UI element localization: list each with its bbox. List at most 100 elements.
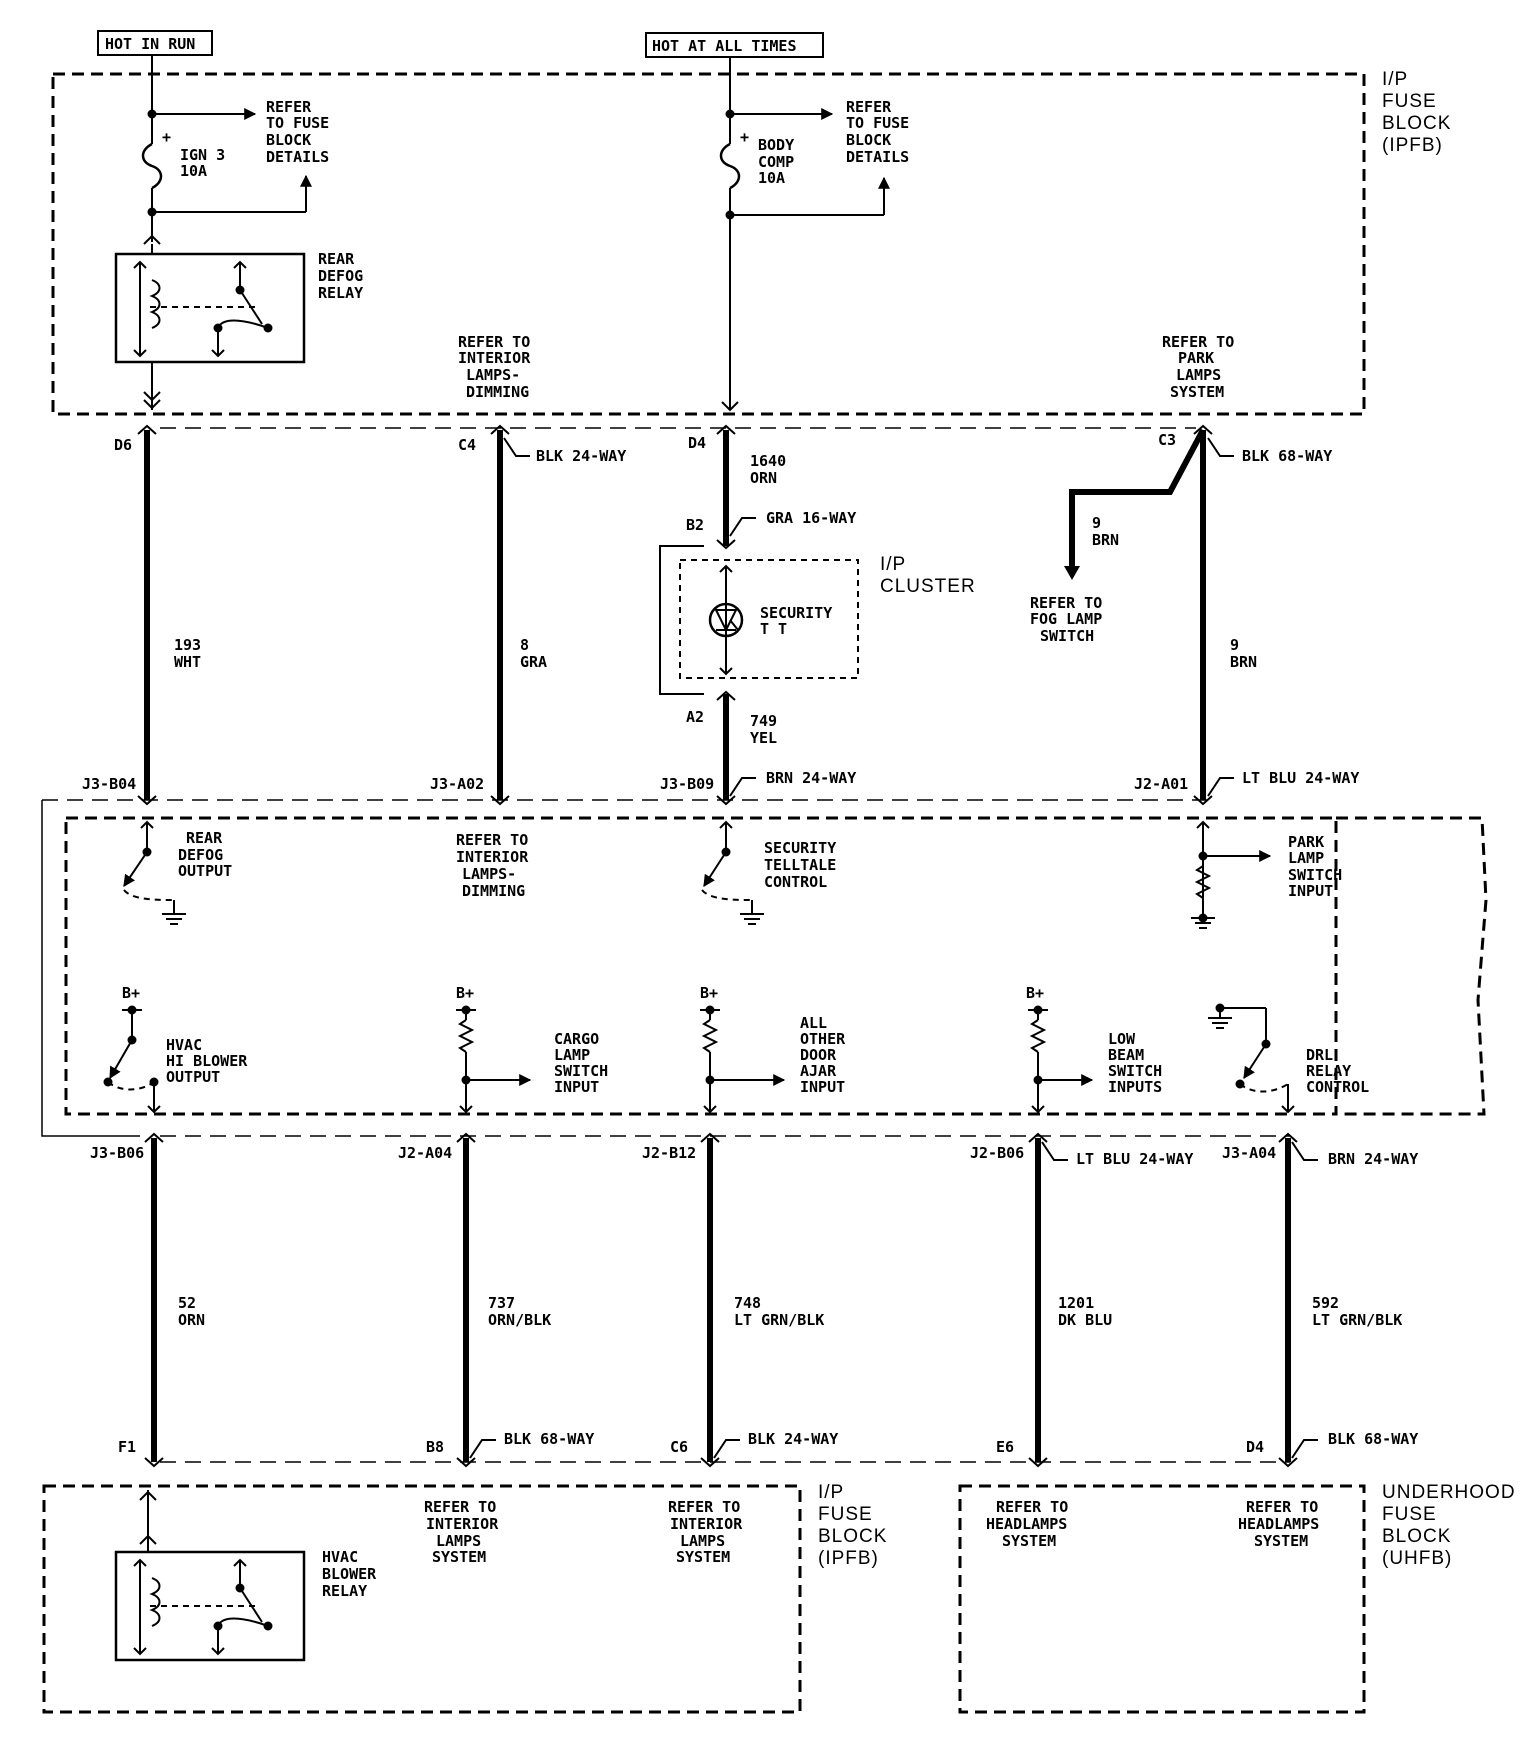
- svg-text:YEL: YEL: [750, 729, 777, 747]
- svg-text:SWITCH: SWITCH: [1108, 1062, 1162, 1080]
- svg-text:SYSTEM: SYSTEM: [432, 1548, 486, 1566]
- svg-text:SYSTEM: SYSTEM: [676, 1548, 730, 1566]
- svg-text:RELAY: RELAY: [1306, 1062, 1351, 1080]
- svg-text:I/P: I/P: [1382, 69, 1408, 90]
- svg-text:C3: C3: [1158, 431, 1176, 449]
- svg-text:749: 749: [750, 712, 777, 730]
- refer-headlamps-system-b: REFER TO HEADLAMPS SYSTEM: [1238, 1498, 1319, 1550]
- svg-text:HI BLOWER: HI BLOWER: [166, 1052, 248, 1070]
- svg-text:SWITCH: SWITCH: [554, 1062, 608, 1080]
- svg-text:HEADLAMPS: HEADLAMPS: [986, 1515, 1067, 1533]
- security-lamp-icon: [708, 602, 744, 638]
- svg-text:I/P: I/P: [818, 1482, 844, 1503]
- svg-text:C6: C6: [670, 1438, 688, 1456]
- rear-defog-relay: [114, 244, 306, 364]
- svg-text:DEFOG: DEFOG: [178, 846, 223, 864]
- svg-text:FUSE: FUSE: [818, 1504, 873, 1525]
- ip-cluster-title: I/P CLUSTER: [880, 554, 975, 597]
- svg-text:D6: D6: [114, 436, 132, 454]
- svg-text:HVAC: HVAC: [322, 1548, 358, 1566]
- svg-text:DEFOG: DEFOG: [318, 267, 363, 285]
- svg-text:+: +: [162, 128, 171, 146]
- module-outline: [41, 799, 1488, 1137]
- svg-text:B+: B+: [122, 984, 140, 1002]
- svg-text:INPUTS: INPUTS: [1108, 1078, 1162, 1096]
- svg-text:LAMPS: LAMPS: [680, 1532, 725, 1550]
- svg-text:INTERIOR: INTERIOR: [670, 1515, 743, 1533]
- svg-text:FOG LAMP: FOG LAMP: [1030, 610, 1102, 628]
- svg-text:SWITCH: SWITCH: [1040, 627, 1094, 645]
- wire-749-yel: A2 749 YEL J3-B09 BRN 24-WAY: [660, 690, 856, 806]
- svg-text:ORN/BLK: ORN/BLK: [488, 1311, 551, 1329]
- svg-text:GRA: GRA: [520, 653, 547, 671]
- svg-text:LAMP: LAMP: [1288, 849, 1324, 867]
- svg-text:737: 737: [488, 1294, 515, 1312]
- svg-text:BLK 68-WAY: BLK 68-WAY: [1242, 447, 1332, 465]
- svg-text:I/P: I/P: [880, 554, 906, 575]
- refer-interior-lamps-system-a: REFER TO INTERIOR LAMPS SYSTEM: [424, 1498, 499, 1566]
- svg-text:TO FUSE: TO FUSE: [266, 114, 329, 132]
- ipfb-top-title: I/P FUSE BLOCK (IPFB): [1382, 69, 1451, 156]
- svg-text:DIMMING: DIMMING: [466, 383, 529, 401]
- svg-text:INTERIOR: INTERIOR: [426, 1515, 499, 1533]
- svg-text:J3-A02: J3-A02: [430, 775, 484, 793]
- svg-text:DIMMING: DIMMING: [462, 882, 525, 900]
- svg-text:DETAILS: DETAILS: [846, 148, 909, 166]
- svg-text:BRN: BRN: [1092, 531, 1119, 549]
- svg-text:BLK 68-WAY: BLK 68-WAY: [504, 1430, 594, 1448]
- blower-relay-coil-icon: [149, 1577, 161, 1627]
- svg-text:REFER: REFER: [266, 98, 312, 116]
- svg-text:BLK 68-WAY: BLK 68-WAY: [1328, 1430, 1418, 1448]
- svg-text:J2-B12: J2-B12: [642, 1144, 696, 1162]
- svg-text:BODY: BODY: [758, 136, 794, 154]
- svg-text:BLOCK: BLOCK: [1382, 113, 1451, 134]
- svg-text:RELAY: RELAY: [318, 284, 363, 302]
- svg-text:BLK 24-WAY: BLK 24-WAY: [536, 447, 626, 465]
- ipfb-bottom-title: I/P FUSE BLOCK (IPFB): [818, 1482, 886, 1569]
- svg-text:TO FUSE: TO FUSE: [846, 114, 909, 132]
- svg-text:LAMPS: LAMPS: [436, 1532, 481, 1550]
- svg-text:TELLTALE: TELLTALE: [764, 856, 836, 874]
- svg-text:(IPFB): (IPFB): [818, 1548, 879, 1569]
- cargo-lamp-switch-input: B+ CARGO LAMP SWITCH INPUT: [456, 984, 608, 1114]
- fuse-ign3-icon: [141, 142, 163, 190]
- svg-text:J3-B04: J3-B04: [82, 775, 136, 793]
- svg-text:9: 9: [1092, 514, 1101, 532]
- svg-text:PARK: PARK: [1178, 349, 1214, 367]
- svg-text:LAMPS-: LAMPS-: [466, 366, 520, 384]
- svg-text:LOW: LOW: [1108, 1030, 1136, 1048]
- svg-text:SYSTEM: SYSTEM: [1002, 1532, 1056, 1550]
- relay-coil-icon: [149, 279, 161, 329]
- svg-text:(UHFB): (UHFB): [1382, 1548, 1452, 1569]
- fuse-ign3: + IGN 3 10A: [141, 74, 312, 245]
- wire-9-brn: C3 BLK 68-WAY 9 BRN 9 BRN J2-A01 LT BLU …: [1064, 424, 1359, 806]
- svg-text:SWITCH: SWITCH: [1288, 866, 1342, 884]
- door-ajar-input: B+ ALL OTHER DOOR AJAR INPUT: [700, 984, 846, 1114]
- svg-text:ALL: ALL: [800, 1014, 827, 1032]
- wire-52-orn: J3-B06 52 ORN F1: [90, 1132, 205, 1468]
- wire-193-wht: D6 193 WHT J3-B04: [82, 424, 201, 806]
- refer-interior-lamps-system-b: REFER TO INTERIOR LAMPS SYSTEM: [668, 1498, 743, 1566]
- svg-text:UNDERHOOD: UNDERHOOD: [1382, 1482, 1516, 1503]
- svg-text:FUSE: FUSE: [1382, 91, 1437, 112]
- rear-defog-relay-label: REAR DEFOG RELAY: [318, 250, 363, 302]
- svg-text:(IPFB): (IPFB): [1382, 135, 1443, 156]
- svg-text:PARK: PARK: [1288, 833, 1324, 851]
- svg-text:8: 8: [520, 636, 529, 654]
- uhfb-title: UNDERHOOD FUSE BLOCK (UHFB): [1382, 1482, 1516, 1569]
- svg-text:HVAC: HVAC: [166, 1036, 202, 1054]
- svg-text:HEADLAMPS: HEADLAMPS: [1238, 1515, 1319, 1533]
- svg-text:BRN 24-WAY: BRN 24-WAY: [766, 769, 856, 787]
- wire-737-orn-blk: J2-A04 737 ORN/BLK B8 BLK 68-WAY: [398, 1132, 594, 1468]
- svg-text:RELAY: RELAY: [322, 1582, 367, 1600]
- drl-relay-control: DRL RELAY CONTROL: [1208, 1003, 1369, 1114]
- svg-text:DETAILS: DETAILS: [266, 148, 329, 166]
- svg-text:D4: D4: [1246, 1438, 1264, 1456]
- svg-text:REFER: REFER: [846, 98, 892, 116]
- rear-defog-output: REAR DEFOG OUTPUT: [123, 820, 232, 925]
- park-lamp-switch-input: PARK LAMP SWITCH INPUT: [1191, 820, 1342, 929]
- hvac-hi-blower-output: B+ HVAC HI BLOWER OUTPUT: [103, 984, 248, 1114]
- hvac-blower-relay: [114, 1490, 306, 1662]
- svg-text:DK BLU: DK BLU: [1058, 1311, 1112, 1329]
- svg-text:INPUT: INPUT: [800, 1078, 845, 1096]
